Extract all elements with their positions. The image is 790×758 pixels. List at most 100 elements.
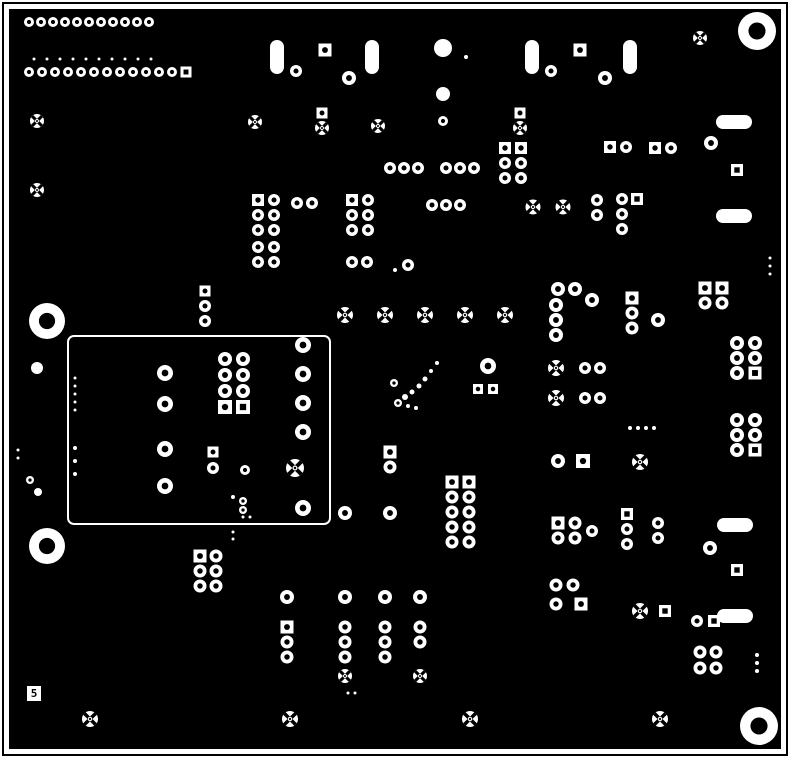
ring-pad — [108, 17, 118, 27]
thermal-pad — [282, 711, 298, 727]
tiny-pad — [416, 383, 422, 389]
oval-v-pad — [525, 40, 539, 74]
ring-pad — [651, 313, 665, 327]
sqring-pad — [473, 384, 483, 394]
tiny-pad — [73, 446, 77, 450]
ring-pad — [462, 505, 476, 519]
thermal-pad — [632, 454, 648, 470]
tiny-pad — [73, 384, 77, 388]
ring-pad — [252, 241, 264, 253]
sqring-pad — [252, 194, 264, 206]
ring-pad — [748, 413, 762, 427]
ring-pad — [36, 17, 46, 27]
ring-pad — [268, 194, 280, 206]
ring-pad — [252, 209, 264, 221]
ring-pad — [362, 194, 374, 206]
thermal-pad — [417, 307, 433, 323]
ring-pad — [598, 71, 612, 85]
ring-pad — [730, 443, 744, 457]
tiny-pad — [136, 57, 140, 61]
ring-pad — [76, 67, 86, 77]
sqring-pad — [574, 597, 588, 611]
ring-pad — [132, 17, 142, 27]
ring-pad — [715, 296, 729, 310]
tiny-pad — [32, 57, 36, 61]
ring-pad — [120, 17, 130, 27]
pad-layer — [16, 12, 778, 745]
ring-pad — [346, 209, 358, 221]
tiny-pad — [84, 57, 88, 61]
ring-pad — [390, 379, 398, 387]
ring-pad — [693, 661, 707, 675]
ring-pad — [280, 635, 294, 649]
ring-pad — [346, 224, 358, 236]
tiny-pad — [73, 472, 77, 476]
layer-number-label: 5 — [27, 686, 41, 701]
sqring-pad — [499, 142, 511, 154]
ring-pad — [445, 505, 459, 519]
ring-pad — [115, 67, 125, 77]
sq-pad — [708, 615, 720, 627]
ring-pad — [625, 306, 639, 320]
tiny-pad — [768, 264, 772, 268]
ring-pad — [295, 395, 311, 411]
ring-pad — [445, 490, 459, 504]
ring-pad — [295, 500, 311, 516]
tiny-pad — [73, 459, 77, 463]
ring-pad — [579, 392, 591, 404]
tiny-pad — [628, 426, 632, 430]
ring-pad — [480, 358, 496, 374]
sqring-pad — [515, 142, 527, 154]
copper-plane — [9, 9, 781, 749]
ring-pad — [338, 635, 352, 649]
ring-pad — [72, 17, 82, 27]
ring-pad — [362, 224, 374, 236]
ring-pad — [566, 578, 580, 592]
tiny-pad — [231, 530, 235, 534]
tiny-pad — [422, 376, 428, 382]
ring-pad — [280, 590, 294, 604]
tiny-pad — [435, 361, 439, 365]
thermal-pad — [337, 307, 353, 323]
dot-pad — [34, 488, 42, 496]
thermal-pad — [413, 669, 427, 683]
ring-pad — [362, 209, 374, 221]
ring-pad — [413, 620, 427, 634]
ring-pad — [218, 384, 232, 398]
sqring-pad — [551, 516, 565, 530]
ring-pad — [462, 520, 476, 534]
ring-pad — [157, 396, 173, 412]
ring-pad — [591, 209, 603, 221]
tiny-pad — [73, 392, 77, 396]
tiny-pad — [414, 406, 418, 410]
ring-pad — [616, 208, 628, 220]
ring-pad — [426, 199, 438, 211]
tiny-pad — [241, 515, 245, 519]
ring-pad — [295, 366, 311, 382]
tiny-pad — [73, 376, 77, 380]
ring-pad — [730, 366, 744, 380]
ring-pad — [620, 141, 632, 153]
ring-pad — [24, 67, 34, 77]
ring-pad — [703, 541, 717, 555]
ring-pad — [291, 197, 303, 209]
sqring-pad — [698, 281, 712, 295]
sqring-pad — [445, 475, 459, 489]
ring-pad — [218, 368, 232, 382]
ring-pad — [413, 635, 427, 649]
ring-pad — [691, 615, 703, 627]
ring-pad — [157, 441, 173, 457]
ring-pad — [568, 282, 582, 296]
ring-pad — [207, 462, 219, 474]
thermal-pad — [462, 711, 478, 727]
ring-pad — [63, 67, 73, 77]
ring-pad — [704, 136, 718, 150]
ring-pad — [167, 67, 177, 77]
ring-pad — [306, 197, 318, 209]
ring-pad — [568, 516, 582, 530]
ring-pad — [748, 428, 762, 442]
sq-pad — [621, 508, 633, 520]
thermal-pad — [338, 669, 352, 683]
mount-pad — [29, 303, 65, 339]
